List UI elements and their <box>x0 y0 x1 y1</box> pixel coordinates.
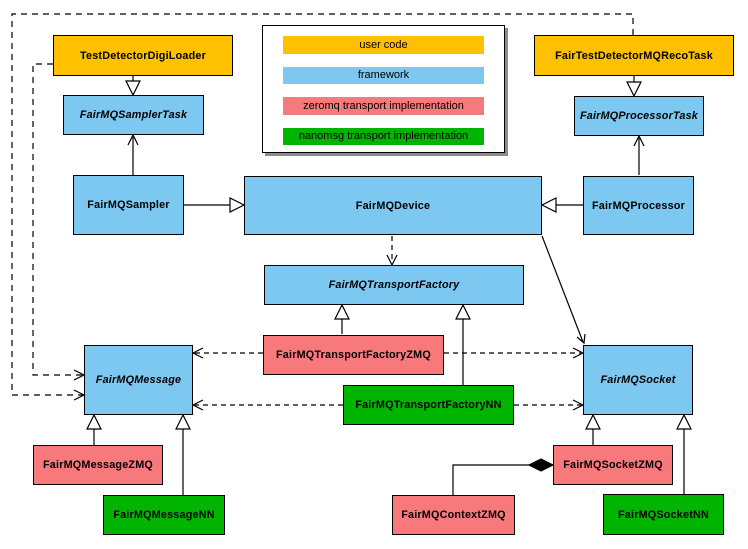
legend: user code framework zeromq transport imp… <box>262 25 505 153</box>
edge-fairmqtransportfactoryzmq-inherits-fairmqtransportfactory <box>334 303 350 334</box>
node-fairmqsocketzmq: FairMQSocketZMQ <box>553 445 673 485</box>
edge-fairmqmessagenn-inherits-fairmqmessage <box>175 413 191 495</box>
legend-item-nanomsg: nanomsg transport implementation <box>283 127 484 145</box>
node-fairmqtransportfactoryzmq: FairMQTransportFactoryZMQ <box>263 335 444 375</box>
node-fairmqmessagenn: FairMQMessageNN <box>103 495 225 535</box>
node-testdetectordigiloader: TestDetectorDigiLoader <box>53 35 233 76</box>
node-fairmqsampler: FairMQSampler <box>73 175 184 235</box>
node-fairmqmessage: FairMQMessage <box>84 345 193 415</box>
node-fairmqprocessor: FairMQProcessor <box>583 176 694 235</box>
edge-fairmqtransportfactorynn-depends-fairmqsocket <box>514 399 585 411</box>
edge-fairmqtransportfactorynn-inherits-fairmqtransportfactory <box>455 303 471 385</box>
node-fairmqdevice: FairMQDevice <box>244 176 542 235</box>
edge-fairmqsocketzmq-composes-fairmqcontextzmq <box>452 458 555 495</box>
edge-fairmqtransportfactorynn-depends-fairmqmessage <box>191 399 343 411</box>
node-fairmqprocessortask: FairMQProcessorTask <box>574 96 704 136</box>
edge-fairmqdevice-uses-fairmqsocket <box>541 235 586 345</box>
edge-fairtestdetectormqrecotask-inherits-fairmqprocessortask <box>626 76 642 98</box>
edge-fairmqprocessor-inherits-fairmqdevice <box>540 197 583 213</box>
node-fairmqtransportfactorynn: FairMQTransportFactoryNN <box>343 385 514 425</box>
edge-fairmqsocketnn-inherits-fairmqsocket <box>676 413 692 494</box>
legend-item-user-code: user code <box>283 36 484 54</box>
edge-fairmqmessagezmq-inherits-fairmqmessage <box>86 413 102 445</box>
node-fairmqcontextzmq: FairMQContextZMQ <box>392 495 515 535</box>
node-fairmqtransportfactory: FairMQTransportFactory <box>264 265 524 305</box>
node-fairmqsocketnn: FairMQSocketNN <box>603 494 724 535</box>
edge-fairmqtransportfactoryzmq-depends-fairmqsocket <box>444 347 585 359</box>
edge-fairmqsocketzmq-inherits-fairmqsocket <box>585 413 601 445</box>
legend-item-framework: framework <box>283 66 484 84</box>
node-fairmqsamplertask: FairMQSamplerTask <box>63 95 204 135</box>
node-fairmqsocket: FairMQSocket <box>583 345 693 415</box>
edge-fairmqsampler-inherits-fairmqdevice <box>184 197 246 213</box>
edge-fairmqsampler-uses-fairmqsamplertask <box>127 133 139 175</box>
edge-fairmqdevice-depends-fairmqtransportfactory <box>386 236 398 267</box>
edge-testdetectordigiloader-inherits-fairmqsamplertask <box>125 76 141 97</box>
node-fairtestdetectormqrecotask: FairTestDetectorMQRecoTask <box>534 35 734 76</box>
edge-fairmqprocessor-uses-fairmqprocessortask <box>633 134 645 175</box>
legend-item-zeromq: zeromq transport implementation <box>283 97 484 115</box>
node-fairmqmessagezmq: FairMQMessageZMQ <box>33 445 163 485</box>
edge-fairmqtransportfactoryzmq-depends-fairmqmessage <box>191 347 263 359</box>
